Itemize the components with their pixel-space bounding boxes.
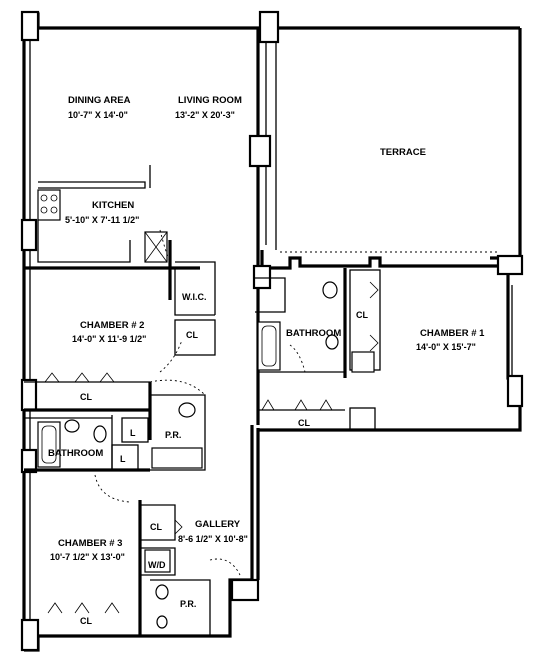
door-swings [94, 229, 306, 576]
kitchen-fixtures [37, 165, 168, 263]
bath-fixtures [37, 281, 375, 629]
living-room-label: LIVING ROOM [178, 95, 242, 106]
closet-label: CL [186, 330, 198, 340]
kitchen-dim: 5'-10" X 7'-11 1/2" [65, 215, 139, 225]
terrace-label: TERRACE [380, 147, 426, 158]
bathroom-master-label: BATHROOM [286, 328, 341, 339]
dining-area-dim: 10'-7" X 14'-0" [68, 110, 128, 120]
columns [20, 10, 524, 652]
living-room-dim: 13'-2" X 20'-3" [175, 110, 235, 120]
chamber2-dim: 14'-0" X 11'-9 1/2" [72, 334, 146, 344]
chamber1-dim: 14'-0" X 15'-7" [416, 342, 476, 352]
gallery-label: GALLERY [195, 519, 241, 530]
linen-closet-label: L [130, 428, 136, 438]
wic-label: W.I.C. [182, 292, 207, 302]
chamber1-label: CHAMBER # 1 [420, 328, 485, 339]
interior-walls [24, 240, 381, 636]
chamber3-label: CHAMBER # 3 [58, 538, 122, 549]
linen-closet-label: L [120, 454, 126, 464]
washer-dryer-label: W/D [148, 560, 166, 570]
closet-doors [44, 281, 379, 614]
closet-label: CL [298, 418, 310, 428]
powder-room-label: P.R. [165, 430, 181, 440]
bathroom-label: BATHROOM [48, 448, 103, 459]
dining-area-label: DINING AREA [68, 95, 131, 106]
closet-label: CL [80, 392, 92, 402]
closet-label: CL [356, 310, 368, 320]
closet-label: CL [150, 522, 162, 532]
gallery-dim: 8'-6 1/2" X 10'-8" [178, 534, 248, 544]
powder-room-label: P.R. [180, 599, 196, 609]
closet-label: CL [80, 616, 92, 626]
kitchen-label: KITCHEN [92, 200, 134, 211]
chamber2-label: CHAMBER # 2 [80, 320, 144, 331]
chamber3-dim: 10'-7 1/2" X 13'-0" [50, 552, 125, 562]
